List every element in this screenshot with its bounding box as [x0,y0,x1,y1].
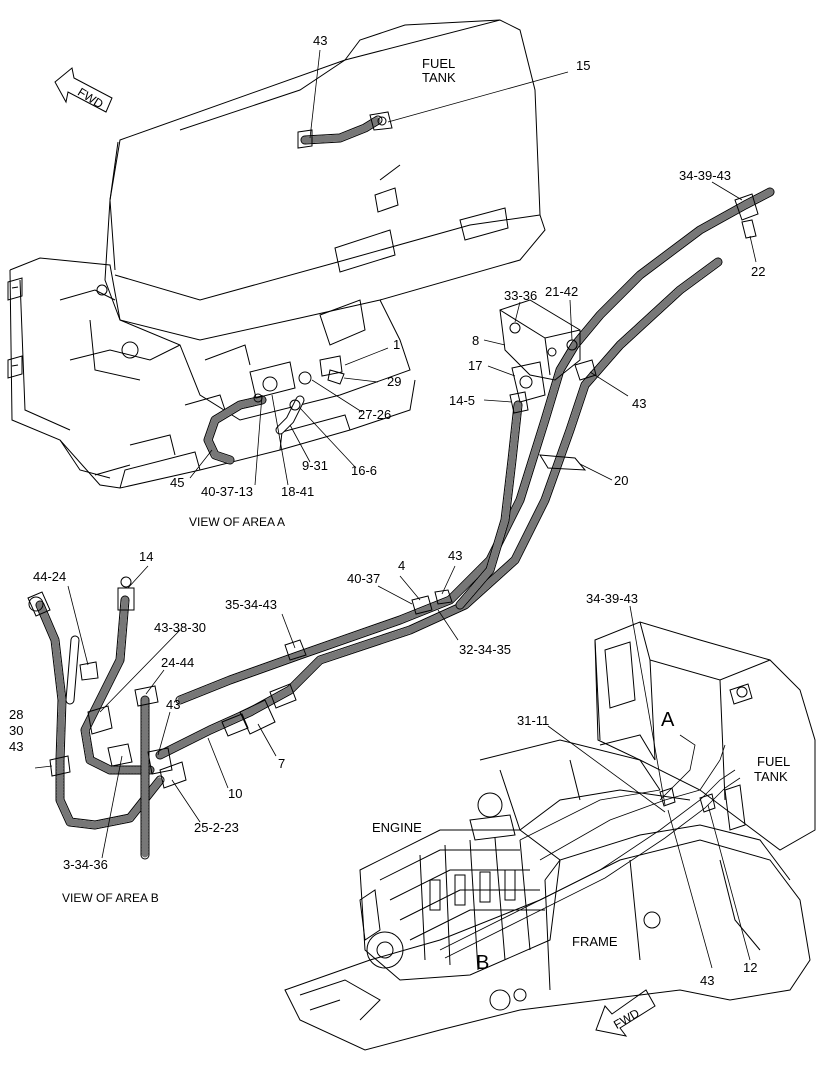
area-a-marker: A [661,709,675,731]
callout-35-34-43: 35-34-43 [225,597,277,612]
fuel-tank-top-label-1: FUEL [422,56,455,71]
callout-8: 8 [472,333,479,348]
callout-21-42: 21-42 [545,284,578,299]
fwd-arrow-top: FWD [54,67,113,113]
main-supply-hose [155,187,775,760]
tank-vent-hose [297,111,393,149]
callout-40-37: 40-37 [347,571,380,586]
callout-24-44: 24-44 [161,655,194,670]
callout-44-24: 44-24 [33,569,66,584]
callout-34-39-43: 34-39-43 [679,168,731,183]
fwd-bottom-label: FWD [611,1006,642,1032]
callout-33-36: 33-36 [504,288,537,303]
callout-34-39-43: 34-39-43 [586,591,638,606]
callout-10: 10 [228,786,242,801]
callout-20: 20 [614,473,628,488]
callout-43: 43 [313,33,327,48]
view-area-b-caption: VIEW OF AREA B [62,891,159,905]
fuel-tank-top [7,19,546,489]
callout-1: 1 [393,337,400,352]
callout-43: 43 [700,973,714,988]
callout-28: 28 [9,707,23,722]
frame-label: FRAME [572,934,618,949]
callout-29: 29 [387,374,401,389]
callout-3-34-36: 3-34-36 [63,857,108,872]
callout-22: 22 [751,264,765,279]
callout-43-38-30: 43-38-30 [154,620,206,635]
area-a-fittings [203,355,345,465]
callout-40-37-13: 40-37-13 [201,484,253,499]
callout-15: 15 [576,58,590,73]
machine-assembly [284,621,816,1051]
area-b-marker: B [476,952,489,974]
callout-30: 30 [9,723,23,738]
fuel-tank-right-label-2: TANK [754,769,788,784]
callout-18-41: 18-41 [281,484,314,499]
callout-7: 7 [278,756,285,771]
fuel-tank-top-label-2: TANK [422,70,456,85]
leader-lines [34,49,757,969]
callout-17: 17 [468,358,482,373]
callout-27-26: 27-26 [358,407,391,422]
callouts: 43 15 34-39-43 22 33-36 21-42 8 17 14-5 … [9,33,765,988]
fuel-tank-right-label-1: FUEL [757,754,790,769]
callout-16-6: 16-6 [351,463,377,478]
callout-45: 45 [170,475,184,490]
callout-32-34-35: 32-34-35 [459,642,511,657]
fwd-top-label: FWD [75,85,106,112]
callout-25-2-23: 25-2-23 [194,820,239,835]
callout-14: 14 [139,549,153,564]
callout-12: 12 [743,960,757,975]
callout-14-5: 14-5 [449,393,475,408]
engine-label: ENGINE [372,820,422,835]
callout-4: 4 [398,558,405,573]
callout-43: 43 [9,739,23,754]
area-b-lines [27,576,187,860]
callout-9-31: 9-31 [302,458,328,473]
callout-31-11: 31-11 [517,713,549,728]
callout-43: 43 [632,396,646,411]
fuel-filter-bracket [499,299,597,414]
callout-43: 43 [448,548,462,563]
view-area-a-caption: VIEW OF AREA A [189,515,285,529]
callout-43: 43 [166,697,180,712]
